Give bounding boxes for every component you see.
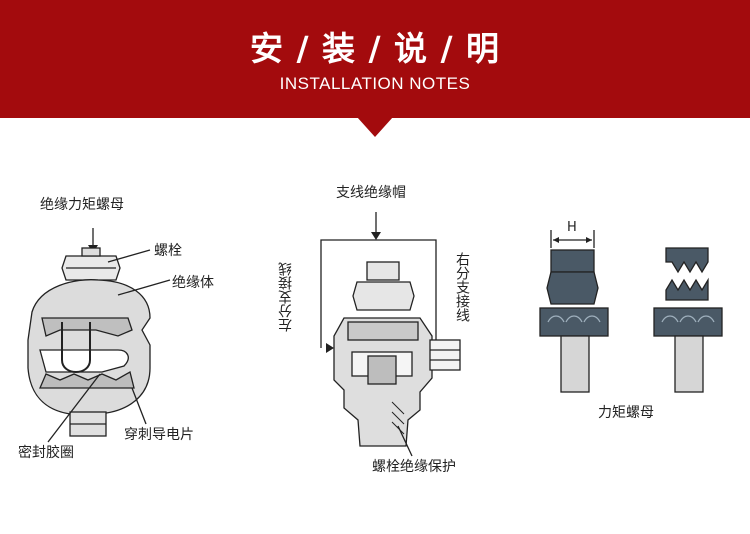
torque-nut-sheared-base [653, 307, 723, 337]
torque-nut-intact-base [539, 307, 609, 337]
torque-nut-sheared-stub [665, 277, 709, 301]
left-upper-clamp [41, 317, 133, 337]
torque-nut-label: 绝缘力矩螺母 [40, 197, 124, 213]
piercing-blade-label: 穿刺导电片 [124, 427, 194, 443]
mid-right-cable [429, 339, 461, 371]
torque-nut-right-label: 力矩螺母 [598, 405, 654, 421]
torque-nut-intact-hex [546, 271, 599, 305]
blade-leader [131, 387, 147, 425]
left-bolt-top [81, 247, 101, 257]
left-u-bolt [61, 322, 91, 373]
mid-top-nut [352, 281, 415, 311]
page-title: 安 / 装 / 说 / 明 [249, 29, 501, 68]
torque-nut-sheared-shaft [674, 335, 704, 393]
mid-upper-clamp [347, 321, 419, 341]
h-dimension-label: H [567, 220, 577, 235]
insulator-body-label: 绝缘体 [172, 275, 214, 291]
branch-cap-label: 支线绝缘帽 [336, 185, 406, 201]
header-banner [0, 0, 750, 118]
seal-gasket-label: 密封胶圈 [18, 445, 74, 461]
left-lower-clamp [39, 371, 135, 389]
mid-inner-bolt [367, 355, 397, 385]
mid-bolt-top [366, 261, 400, 281]
bolt-protection-label: 螺栓绝缘保护 [372, 459, 456, 475]
bolt-label: 螺栓 [154, 243, 182, 259]
page-subtitle: INSTALLATION NOTES [279, 74, 471, 93]
bolt-protection-leader [397, 425, 413, 457]
torque-nut-sheared-head [665, 247, 709, 274]
branch-frame [320, 239, 437, 358]
torque-nut-intact-shaft [560, 335, 590, 393]
right-branch-label: 右分支接线 [454, 252, 470, 322]
torque-nut-intact-top [550, 249, 595, 273]
gasket-leader [47, 373, 101, 443]
bolt-leader [107, 249, 151, 263]
insulator-leader [117, 279, 171, 296]
banner-notch [357, 117, 393, 137]
